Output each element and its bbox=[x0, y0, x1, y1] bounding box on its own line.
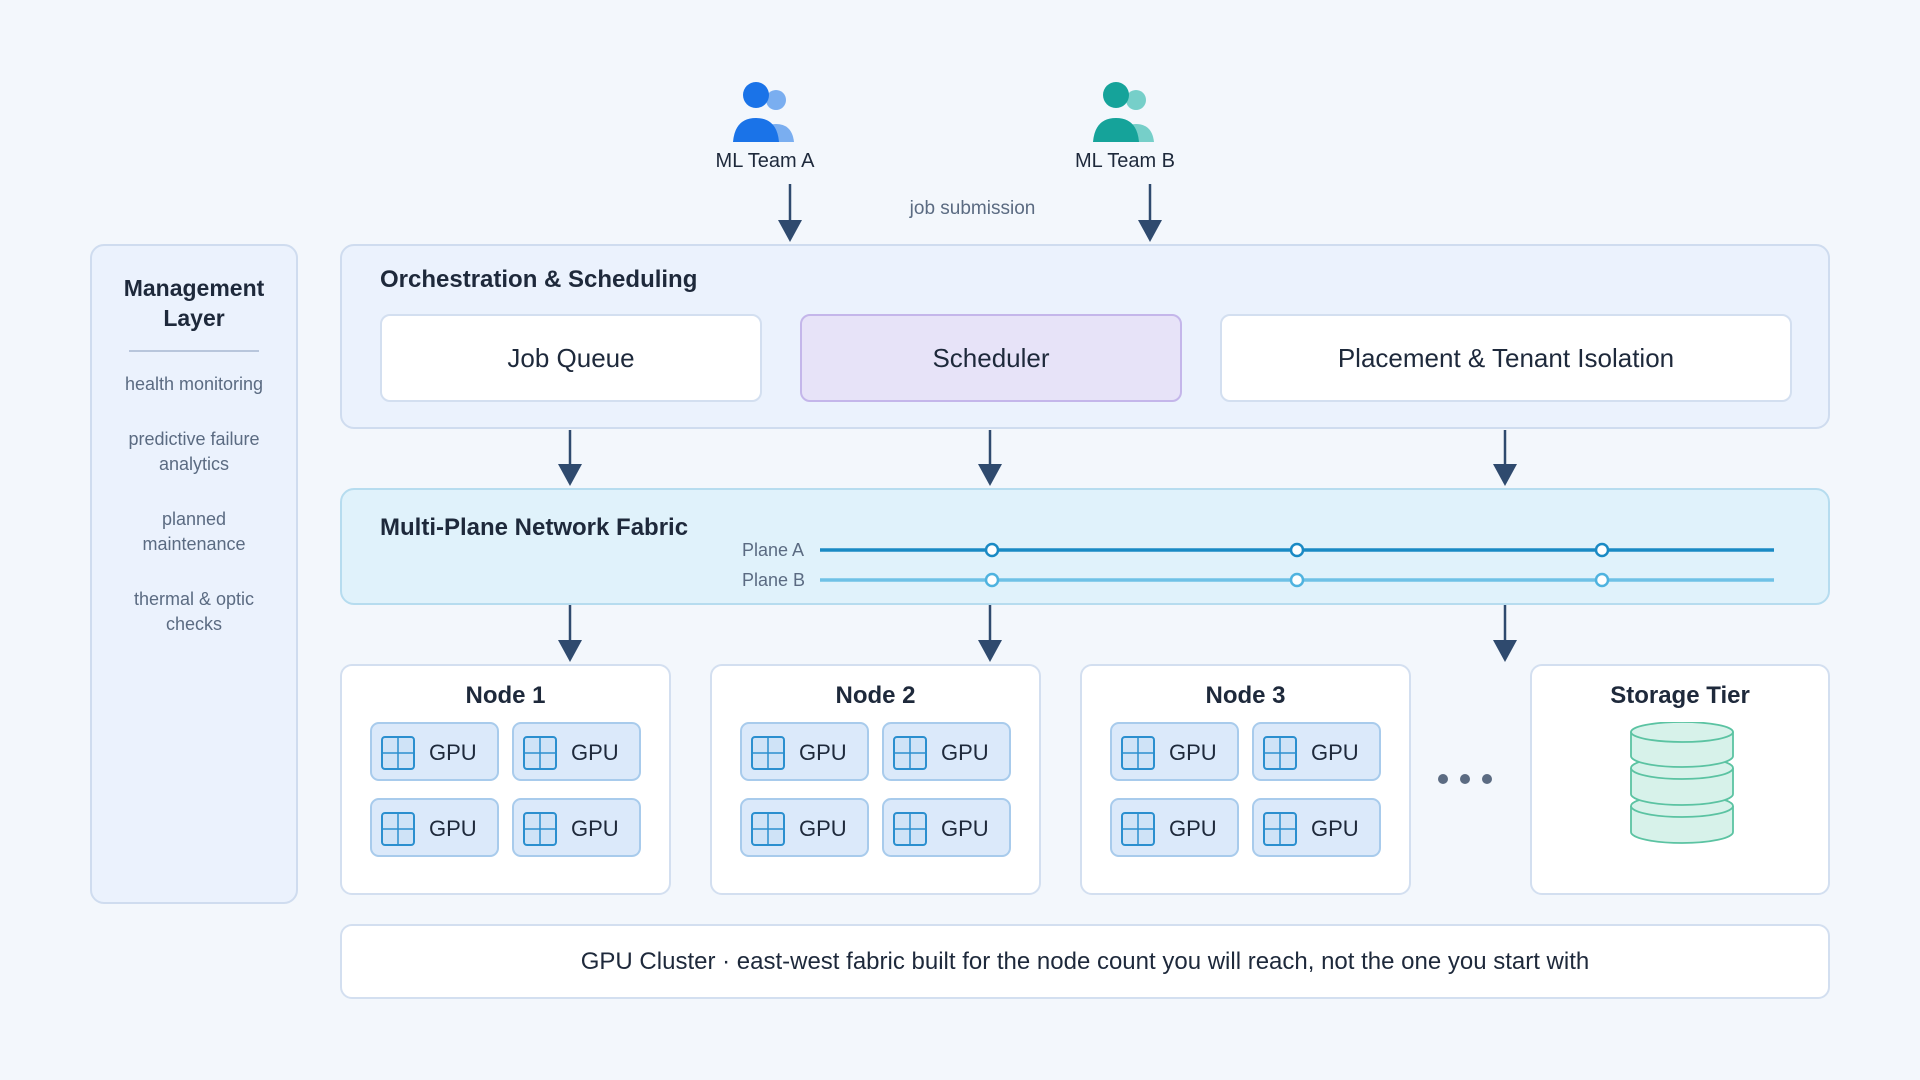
plane-a-port bbox=[984, 542, 1000, 558]
users-icon bbox=[1093, 82, 1154, 142]
gpu-card: GPU bbox=[882, 798, 1011, 857]
plane-b-port bbox=[1594, 572, 1610, 588]
gpu-card: GPU bbox=[1252, 722, 1381, 781]
gpu-label: GPU bbox=[941, 816, 989, 841]
node-title: Node 3 bbox=[1205, 682, 1286, 709]
placement-box: Placement & Tenant Isolation bbox=[1220, 314, 1792, 402]
gpu-chip-icon bbox=[893, 736, 927, 770]
plane-b-port bbox=[984, 572, 1000, 588]
management-item: health monitoring bbox=[124, 373, 264, 394]
management-title: Management Layer bbox=[123, 275, 265, 331]
gpu-card: GPU bbox=[882, 722, 1011, 781]
gpu-chip-icon bbox=[893, 812, 927, 846]
plane-b-label: Plane B bbox=[742, 570, 806, 590]
gpu-chip-icon bbox=[1263, 812, 1297, 846]
orchestration-title: Orchestration & Scheduling bbox=[380, 266, 698, 293]
gpu-card: GPU bbox=[740, 798, 869, 857]
gpu-label: GPU bbox=[429, 740, 477, 765]
gpu-card: GPU bbox=[512, 798, 641, 857]
gpu-card: GPU bbox=[370, 798, 499, 857]
node-title: Node 2 bbox=[835, 682, 916, 709]
gpu-chip-icon bbox=[381, 812, 415, 846]
gpu-label: GPU bbox=[941, 740, 989, 765]
gpu-label: GPU bbox=[1311, 816, 1359, 841]
team-label: ML Team A bbox=[715, 150, 815, 172]
cluster-caption: GPU Cluster · east-west fabric built for… bbox=[340, 924, 1830, 999]
management-item: planned maintenance bbox=[142, 508, 246, 554]
team-a: ML Team A bbox=[685, 80, 845, 173]
gpu-label: GPU bbox=[571, 740, 619, 765]
gpu-chip-icon bbox=[523, 812, 557, 846]
plane-a-label: Plane A bbox=[742, 540, 805, 560]
fabric-title: Multi-Plane Network Fabric bbox=[380, 514, 689, 541]
job-submission-label: job submission bbox=[909, 198, 1036, 219]
gpu-label: GPU bbox=[571, 816, 619, 841]
gpu-chip-icon bbox=[381, 736, 415, 770]
gpu-chip-icon bbox=[751, 812, 785, 846]
plane-a-port bbox=[1289, 542, 1305, 558]
gpu-card: GPU bbox=[1110, 798, 1239, 857]
gpu-label: GPU bbox=[1311, 740, 1359, 765]
plane-lines bbox=[820, 542, 1774, 588]
plane-a-port bbox=[1594, 542, 1610, 558]
orchestration-panel: Orchestration & Scheduling Job Queue Sch… bbox=[340, 244, 1830, 429]
gpu-card: GPU bbox=[1252, 798, 1381, 857]
node-card: Node 2 GPU GPU GPU GPU bbox=[710, 664, 1041, 895]
gpu-card: GPU bbox=[740, 722, 869, 781]
gpu-label: GPU bbox=[799, 740, 847, 765]
gpu-card: GPU bbox=[1110, 722, 1239, 781]
gpu-label: GPU bbox=[799, 816, 847, 841]
gpu-chip-icon bbox=[751, 736, 785, 770]
job-queue-box: Job Queue bbox=[380, 314, 762, 402]
gpu-label: GPU bbox=[429, 816, 477, 841]
storage-tier-card: Storage Tier bbox=[1530, 664, 1830, 895]
team-b: ML Team B bbox=[1045, 80, 1205, 173]
scheduler-box: Scheduler bbox=[800, 314, 1182, 402]
divider bbox=[129, 350, 259, 352]
gpu-chip-icon bbox=[1121, 736, 1155, 770]
node-card: Node 1 GPU GPU GPU GPU bbox=[340, 664, 671, 895]
gpu-card: GPU bbox=[370, 722, 499, 781]
team-label: ML Team B bbox=[1074, 150, 1176, 172]
gpu-label: GPU bbox=[1169, 740, 1217, 765]
node-title: Node 1 bbox=[465, 682, 546, 709]
management-item: thermal & optic checks bbox=[133, 588, 255, 634]
node-card: Node 3 GPU GPU GPU GPU bbox=[1080, 664, 1411, 895]
gpu-chip-icon bbox=[1121, 812, 1155, 846]
users-icon bbox=[733, 82, 794, 142]
management-layer: Management Layer health monitoring predi… bbox=[90, 244, 298, 904]
gpu-chip-icon bbox=[523, 736, 557, 770]
database-icon bbox=[1630, 722, 1734, 844]
management-item: predictive failure analytics bbox=[128, 428, 260, 474]
gpu-chip-icon bbox=[1263, 736, 1297, 770]
storage-title: Storage Tier bbox=[1610, 682, 1750, 709]
gpu-card: GPU bbox=[512, 722, 641, 781]
plane-b-port bbox=[1289, 572, 1305, 588]
network-fabric-panel: Multi-Plane Network Fabric Plane A Plane… bbox=[340, 488, 1830, 605]
more-nodes-ellipsis bbox=[1438, 774, 1492, 784]
gpu-label: GPU bbox=[1169, 816, 1217, 841]
